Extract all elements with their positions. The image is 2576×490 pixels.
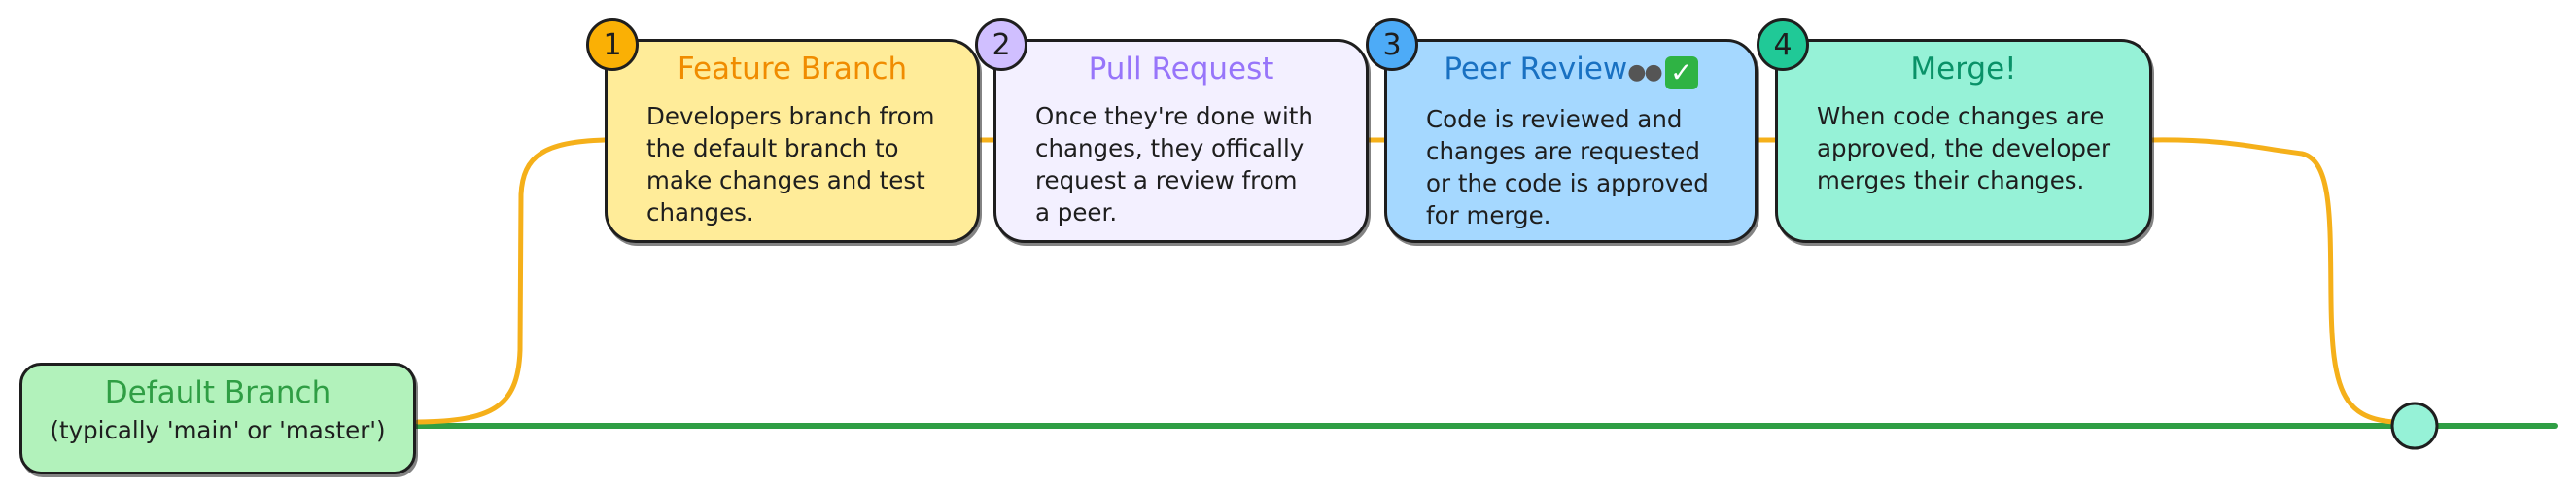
step-description: Developers branch from the default branc…: [608, 87, 977, 228]
description-line: changes, they offically: [1035, 134, 1305, 162]
description-line: merges their changes.: [1817, 166, 2085, 194]
default-branch-subtitle: (typically 'main' or 'master'): [50, 416, 386, 444]
description-line: the default branch to: [646, 134, 899, 162]
description-line: changes are requested: [1426, 137, 1700, 165]
step-description: Once they're done with changes, they off…: [996, 87, 1366, 228]
step-title: Merge!: [1910, 52, 2017, 87]
description-line: Developers branch from: [646, 102, 935, 130]
description-line: request a review from: [1035, 166, 1298, 194]
step-number-badge: 1: [586, 18, 639, 71]
description-line: Code is reviewed and: [1426, 105, 1683, 133]
step-merge-box: Merge! When code changes are approved, t…: [1775, 39, 2152, 243]
step-peer-review-box: Peer Review●●✓ Code is reviewed and chan…: [1384, 39, 1758, 243]
step-number-badge: 2: [975, 18, 1027, 71]
description-line: or the code is approved: [1426, 169, 1709, 197]
step-description: When code changes are approved, the deve…: [1778, 87, 2149, 196]
default-branch-title: Default Branch: [104, 375, 331, 410]
step-feature-branch-box: Feature Branch Developers branch from th…: [605, 39, 980, 243]
step-title: Peer Review●●✓: [1387, 52, 1755, 89]
check-mark-icon: ✓: [1664, 56, 1698, 89]
description-line: When code changes are: [1817, 102, 2105, 130]
description-line: changes.: [646, 198, 754, 227]
merge-line: [2149, 137, 2396, 425]
step-title: Feature Branch: [677, 52, 908, 87]
step-description: Code is reviewed and changes are request…: [1387, 89, 1755, 231]
description-line: approved, the developer: [1817, 134, 2111, 162]
step-number-badge: 3: [1366, 18, 1418, 71]
step-title: Pull Request: [1088, 52, 1274, 87]
branch-off-line: [415, 137, 608, 425]
step-number-badge: 4: [1757, 18, 1809, 71]
description-line: for merge.: [1426, 201, 1551, 229]
description-line: make changes and test: [646, 166, 925, 194]
description-line: Once they're done with: [1035, 102, 1313, 130]
default-branch-box: Default Branch (typically 'main' or 'mas…: [19, 363, 416, 474]
merge-node: [2390, 402, 2439, 450]
step-pull-request-box: Pull Request Once they're done with chan…: [993, 39, 1369, 243]
description-line: a peer.: [1035, 198, 1118, 227]
step-title-text: Peer Review: [1444, 52, 1628, 87]
eyes-icon: ●●: [1627, 60, 1662, 85]
